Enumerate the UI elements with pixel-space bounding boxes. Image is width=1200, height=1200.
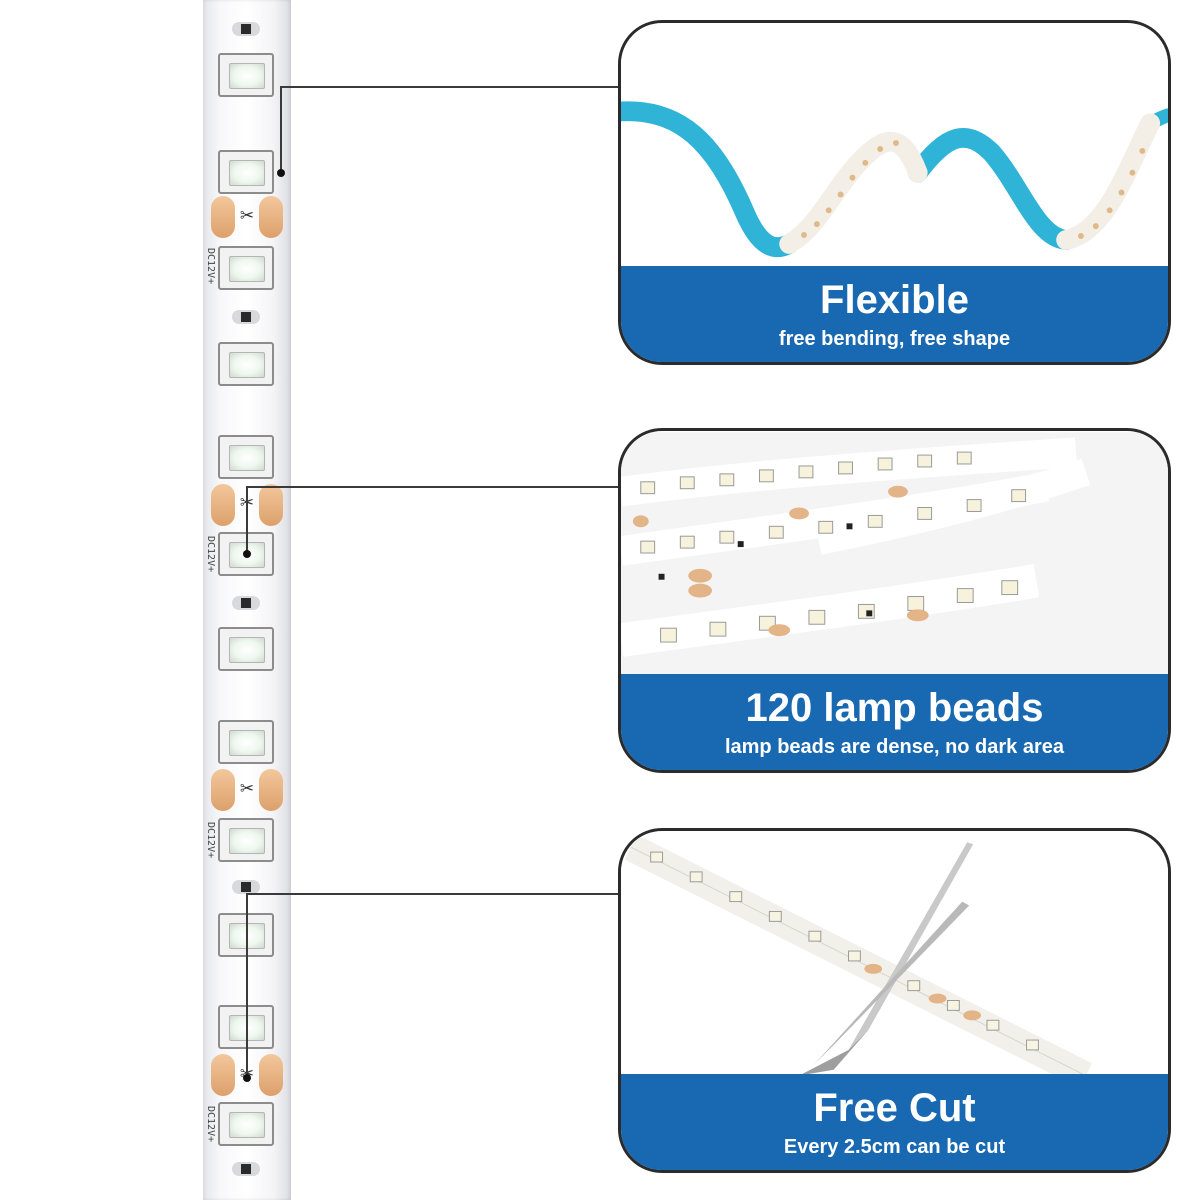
solder-pad [211, 196, 235, 238]
solder-pad [259, 484, 283, 526]
scissors-icon: ✂ [239, 206, 255, 225]
led-chip [218, 627, 274, 671]
callout-dot [243, 550, 251, 558]
led-chip [218, 150, 274, 194]
callout-line [246, 893, 620, 895]
resistor [232, 880, 260, 894]
led-chip [218, 53, 274, 97]
feature-band: 120 lamp beads lamp beads are dense, no … [621, 674, 1168, 770]
polarity-label: DC12V+ [205, 248, 216, 285]
polarity-label: DC12V+ [205, 1106, 216, 1143]
feature-card-flexible: Flexible free bending, free shape [618, 20, 1171, 365]
led-chip [218, 1102, 274, 1146]
led-chip [218, 818, 274, 862]
feature-card-free-cut: Free Cut Every 2.5cm can be cut [618, 828, 1171, 1173]
led-chip [218, 435, 274, 479]
feature-band: Flexible free bending, free shape [621, 266, 1168, 362]
polarity-label: DC12V+ [205, 822, 216, 859]
callout-line [246, 486, 620, 488]
resistor [232, 596, 260, 610]
flexible-strip-photo [621, 24, 1168, 268]
resistor [232, 1162, 260, 1176]
polarity-label: DC12V+ [205, 536, 216, 573]
callout-line [246, 486, 248, 554]
led-chip [218, 720, 274, 764]
led-chip [218, 246, 274, 290]
feature-subtitle: free bending, free shape [778, 328, 1011, 350]
feature-title: 120 lamp beads [745, 686, 1044, 730]
solder-pad [259, 196, 283, 238]
solder-pad [211, 769, 235, 811]
solder-pad [259, 769, 283, 811]
lamp-beads-photo [621, 432, 1168, 676]
callout-dot [277, 169, 285, 177]
feature-card-lamp-beads: 120 lamp beads lamp beads are dense, no … [618, 428, 1171, 773]
solder-pad [211, 484, 235, 526]
feature-band: Free Cut Every 2.5cm can be cut [621, 1074, 1168, 1170]
resistor [232, 22, 260, 36]
feature-subtitle: Every 2.5cm can be cut [783, 1136, 1006, 1158]
feature-title: Flexible [820, 278, 969, 322]
solder-pad [211, 1054, 235, 1096]
callout-dot [243, 1074, 251, 1082]
feature-subtitle: lamp beads are dense, no dark area [724, 736, 1065, 758]
led-chip [218, 342, 274, 386]
solder-pad [259, 1054, 283, 1096]
feature-title: Free Cut [813, 1086, 976, 1130]
free-cut-photo [621, 832, 1168, 1077]
callout-line [280, 86, 282, 174]
scissors-icon: ✂ [239, 779, 255, 798]
callout-line [246, 893, 248, 1079]
resistor [232, 310, 260, 324]
callout-line [280, 86, 620, 88]
